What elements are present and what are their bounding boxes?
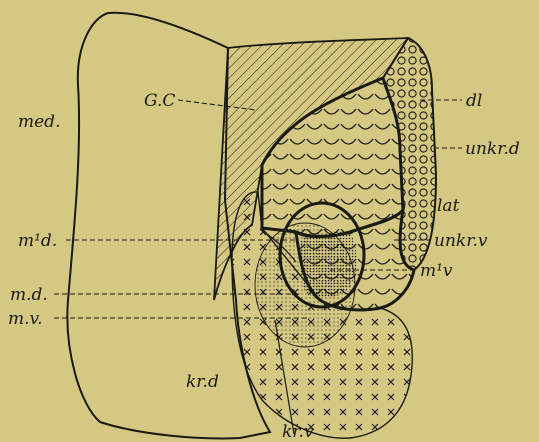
label-md: m.d.	[10, 285, 48, 305]
label-unkr-d: unkr.d	[465, 139, 520, 159]
label-mv: m.v.	[8, 309, 43, 329]
label-dl: dl	[466, 91, 482, 111]
label-lat: lat	[437, 196, 460, 216]
label-unkr-v: unkr.v	[434, 231, 488, 251]
label-med: med.	[18, 112, 60, 132]
label-m1v: m¹v	[420, 261, 453, 281]
label-krv: kr.v	[282, 422, 314, 442]
m1v-dense-stipple	[299, 232, 356, 298]
label-m1d: m¹d.	[18, 231, 57, 251]
label-krd: kr.d	[186, 372, 219, 392]
label-gc: G.C	[144, 91, 175, 111]
